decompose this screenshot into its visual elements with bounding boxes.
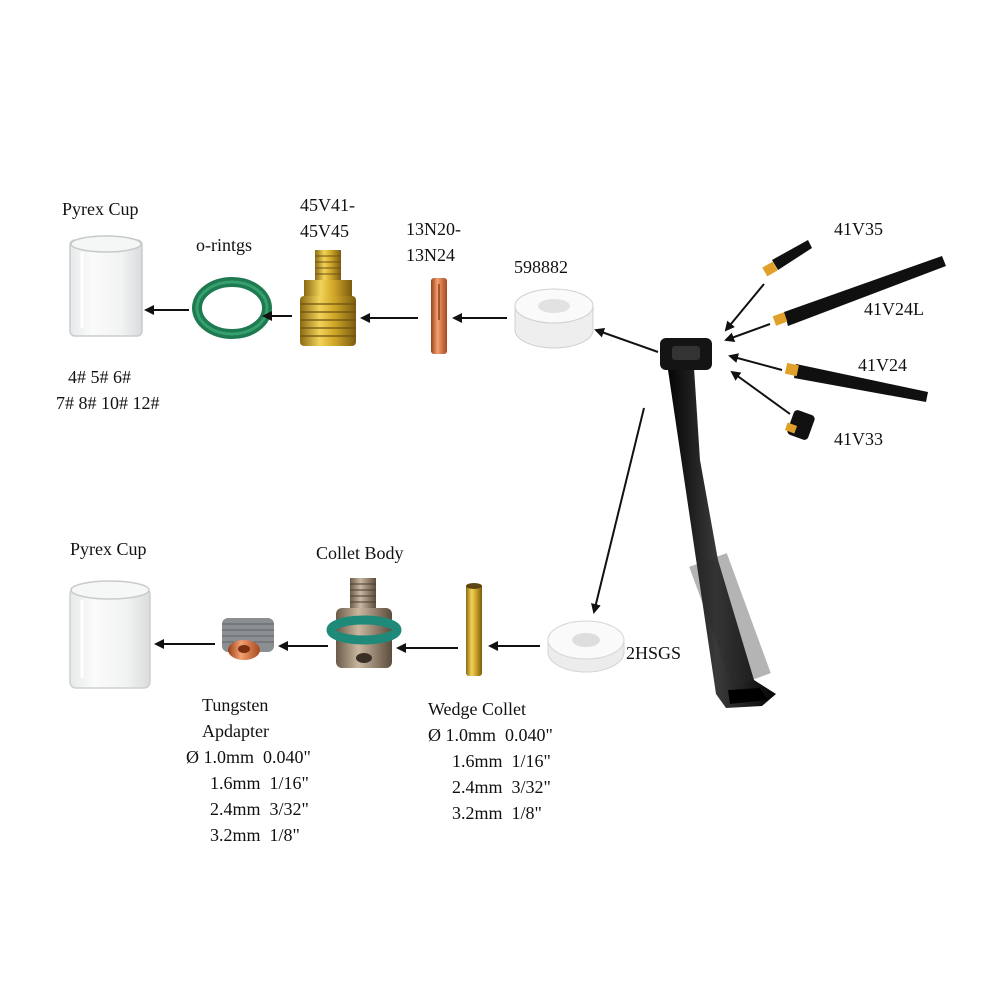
label-cap-41v24l: 41V24L bbox=[864, 299, 924, 319]
label-tungsten-line2: Apdapter bbox=[202, 721, 269, 741]
label-collet-body-bottom: Collet Body bbox=[316, 543, 404, 563]
label-tungsten-line1: Tungsten bbox=[202, 695, 269, 715]
wedge-spec-row: 3.2mm 1/8" bbox=[452, 803, 542, 823]
tungsten-spec-list: Ø 1.0mm 0.040" 1.6mm 1/16" 2.4mm 3/32" 3… bbox=[186, 744, 311, 848]
back-cap-41v24l-icon bbox=[772, 256, 946, 326]
wedge-collet-icon bbox=[466, 583, 482, 676]
label-cap-41v24: 41V24 bbox=[858, 355, 907, 375]
tungsten-adapter-icon bbox=[222, 618, 274, 660]
wedge-spec-row: Ø 1.0mm 0.040" bbox=[428, 725, 553, 745]
tungsten-spec-row: 3.2mm 1/8" bbox=[210, 825, 300, 845]
o-ring-icon bbox=[192, 277, 272, 339]
label-insulator: 598882 bbox=[514, 257, 568, 277]
copper-collet-icon bbox=[431, 278, 447, 354]
label-pyrex-cup-bottom: Pyrex Cup bbox=[70, 539, 147, 559]
collet-body-icon bbox=[326, 578, 402, 668]
label-o-rings: o-rintgs bbox=[196, 235, 252, 255]
back-cap-41v24-icon bbox=[784, 362, 928, 402]
label-cup-sizes-line1: 4# 5# 6# bbox=[68, 367, 131, 387]
back-cap-41v35-icon bbox=[762, 240, 812, 277]
label-gasket: 2HSGS bbox=[626, 643, 682, 663]
tungsten-spec-row: 1.6mm 1/16" bbox=[210, 773, 309, 793]
label-cap-41v33: 41V33 bbox=[834, 429, 883, 449]
wedge-spec-row: 2.4mm 3/32" bbox=[452, 777, 551, 797]
pyrex-cup-top-icon bbox=[69, 235, 143, 337]
label-pyrex-cup-top: Pyrex Cup bbox=[62, 199, 139, 219]
label-collet-line2: 13N24 bbox=[406, 245, 455, 265]
brass-collet-body-icon bbox=[300, 250, 356, 346]
cap-arrows bbox=[591, 283, 791, 614]
back-cap-41v33-icon bbox=[784, 410, 815, 440]
pyrex-cup-bottom-icon bbox=[69, 580, 151, 689]
label-collet-body-top-line1: 45V41- bbox=[300, 195, 355, 215]
gasket-icon bbox=[547, 620, 625, 673]
wedge-spec-list: Ø 1.0mm 0.040" 1.6mm 1/16" 2.4mm 3/32" 3… bbox=[428, 722, 553, 826]
label-collet-body-top-line2: 45V45 bbox=[300, 221, 349, 241]
tungsten-spec-row: 2.4mm 3/32" bbox=[210, 799, 309, 819]
top-row-arrows bbox=[144, 305, 659, 353]
label-wedge-collet: Wedge Collet bbox=[428, 699, 527, 719]
bottom-row-arrows bbox=[154, 639, 540, 653]
tungsten-spec-row: Ø 1.0mm 0.040" bbox=[186, 747, 311, 767]
insulator-ring-icon bbox=[514, 288, 594, 349]
label-collet-line1: 13N20- bbox=[406, 219, 461, 239]
tig-torch-icon bbox=[660, 338, 776, 708]
label-cap-41v35: 41V35 bbox=[834, 219, 883, 239]
label-cup-sizes-line2: 7# 8# 10# 12# bbox=[56, 393, 160, 413]
wedge-spec-row: 1.6mm 1/16" bbox=[452, 751, 551, 771]
